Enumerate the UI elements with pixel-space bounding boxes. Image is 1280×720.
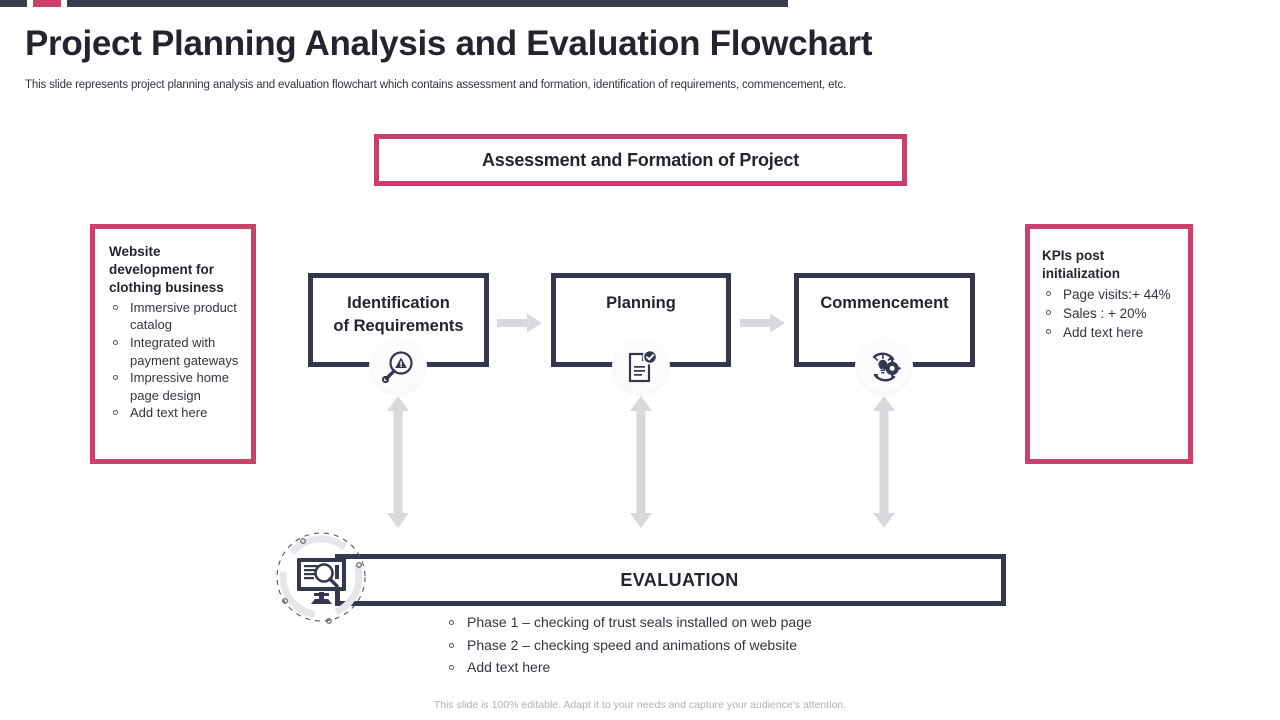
circle-bullet-icon [1046,310,1051,316]
list-item-label: Add text here [1063,325,1144,341]
list-item: Immersive product catalog [109,299,241,334]
circle-bullet-icon [113,375,118,381]
list-item-label: Integrated with payment gateways [130,334,239,368]
topbar-segment-navy-right [67,0,788,7]
circle-bullet-icon [113,304,118,310]
evaluation-label: EVALUATION [620,569,739,590]
stage-label: Commencement [820,294,949,312]
connector-arrow-vertical [384,396,412,533]
connector-arrow-vertical [870,396,898,533]
list-item-label: Impressive home page design [130,370,229,403]
right-panel-heading: KPIs post initialization [1042,248,1121,281]
list-item: Integrated with payment gateways [109,334,241,369]
monitor-magnifier-icon [273,529,370,626]
list-item: Phase 2 – checking speed and animations … [447,634,812,657]
assessment-box: Assessment and Formation of Project [374,134,907,186]
left-panel-list: Immersive product catalog Integrated wit… [109,299,241,422]
list-item: Impressive home page design [109,369,241,404]
list-item-label: Phase 2 – checking speed and animations … [467,636,797,653]
page-subtitle: This slide represents project planning a… [25,79,847,91]
magnifier-warning-icon [369,338,427,396]
topbar-segment-navy-left [0,0,27,7]
connector-arrow-right [740,313,786,338]
right-panel: KPIs post initialization Page visits:+ 4… [1025,224,1193,464]
list-item: Add text here [447,656,812,679]
list-item-label: Add text here [467,659,551,676]
list-item: Sales : + 20% [1042,304,1178,323]
stage-box-commencement: Commencement [794,273,975,367]
lightbulb-gear-icon [855,338,913,396]
footer-note: This slide is 100% editable. Adapt it to… [433,699,847,711]
list-item: Page visits:+ 44% [1042,285,1178,304]
right-panel-list: Page visits:+ 44% Sales : + 20% Add text… [1042,285,1178,342]
circle-bullet-icon [1046,290,1051,296]
list-item-label: Page visits:+ 44% [1063,286,1171,302]
list-item-label: Immersive product catalog [130,299,237,333]
page-title: Project Planning Analysis and Evaluation… [25,24,873,63]
stage-label: Planning [606,294,676,312]
evaluation-list: Phase 1 – checking of trust seals instal… [447,611,812,679]
list-item: Add text here [109,404,241,422]
document-check-icon [612,338,670,396]
stage-label: Identification of Requirements [333,294,464,336]
assessment-label: Assessment and Formation of Project [481,149,800,170]
list-item-label: Sales : + 20% [1063,306,1147,322]
list-item-label: Phase 1 – checking of trust seals instal… [467,614,812,630]
circle-bullet-icon [449,642,454,648]
circle-bullet-icon [113,410,118,416]
topbar-segment-pink [33,0,61,7]
connector-arrow-vertical [627,396,655,533]
connector-arrow-right [497,313,543,338]
circle-bullet-icon [449,665,454,671]
list-item: Add text here [1042,323,1178,342]
circle-bullet-icon [1046,329,1051,335]
list-item: Phase 1 – checking of trust seals instal… [447,611,812,634]
left-panel: Website development for clothing busines… [90,224,256,464]
evaluation-bar: EVALUATION [335,554,1006,606]
left-panel-heading: Website development for clothing busines… [109,244,224,295]
circle-bullet-icon [113,339,118,345]
circle-bullet-icon [449,620,454,625]
list-item-label: Add text here [130,405,208,421]
